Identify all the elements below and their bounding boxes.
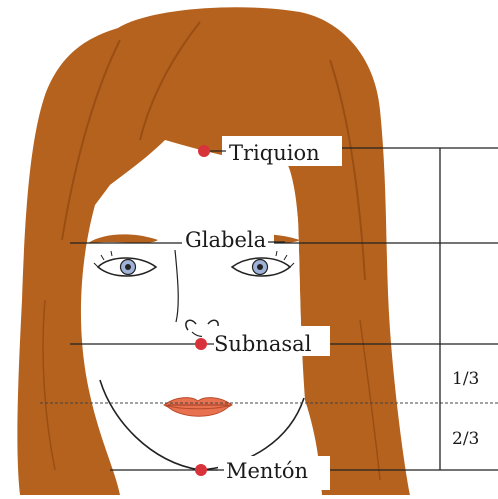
subnasal-label: Subnasal <box>214 332 312 356</box>
subnasal-dot <box>195 338 207 350</box>
triquion-label: Triquion <box>229 141 320 165</box>
glabela-label: Glabela <box>185 228 266 252</box>
fraction-lower: 2/3 <box>452 429 479 449</box>
triquion-dot <box>198 145 210 157</box>
face <box>94 142 304 470</box>
menton-dot <box>195 464 207 476</box>
fraction-upper: 1/3 <box>452 369 479 389</box>
menton-label: Mentón <box>226 459 308 483</box>
